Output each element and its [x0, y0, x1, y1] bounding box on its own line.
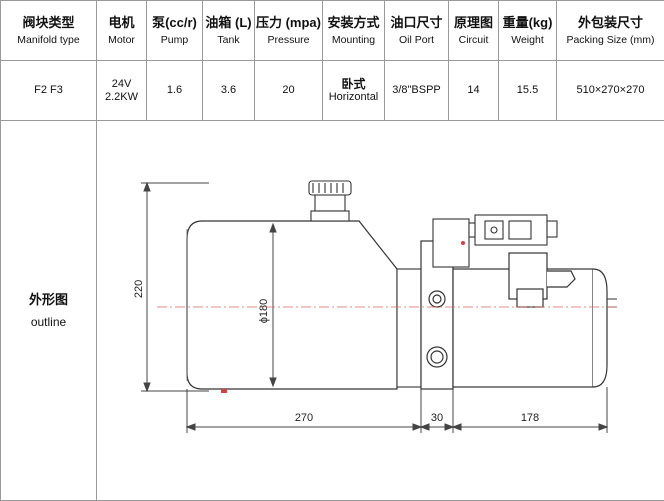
- drain-plug: [221, 389, 227, 393]
- oil-tank: [187, 221, 397, 389]
- value-pressure: 20: [255, 61, 323, 121]
- value-pump: 1.6: [147, 61, 203, 121]
- solenoid-valve: [469, 215, 557, 245]
- tank-neck: [397, 269, 421, 387]
- filler-cap: [309, 181, 351, 221]
- header-tank: 油箱 (L)Tank: [203, 1, 255, 61]
- outline-row: 外形图 outline 220: [1, 121, 664, 501]
- outline-drawing: 220: [97, 121, 663, 499]
- header-pump: 泵(cc/r)Pump: [147, 1, 203, 61]
- outline-drawing-cell: 220: [97, 121, 664, 501]
- motor: [453, 253, 607, 387]
- value-tank: 3.6: [203, 61, 255, 121]
- outline-label-cell: 外形图 outline: [1, 121, 97, 501]
- block-width-label: 30: [431, 412, 443, 424]
- header-pressure: 压力 (mpa)Pressure: [255, 1, 323, 61]
- value-manifold: F2 F3: [1, 61, 97, 121]
- diameter-dimension-label: ϕ180: [258, 299, 270, 324]
- value-oil-port: 3/8"BSPP: [385, 61, 449, 121]
- tank-length-label: 270: [295, 412, 313, 424]
- length-dimensions: [187, 387, 607, 433]
- value-weight: 15.5: [499, 61, 557, 121]
- valve-marker: [461, 241, 465, 245]
- height-dimension-label: 220: [133, 280, 145, 298]
- header-weight: 重量(kg)Weight: [499, 1, 557, 61]
- value-packing-size: 510×270×270: [557, 61, 664, 121]
- motor-length-label: 178: [521, 412, 539, 424]
- value-circuit: 14: [449, 61, 499, 121]
